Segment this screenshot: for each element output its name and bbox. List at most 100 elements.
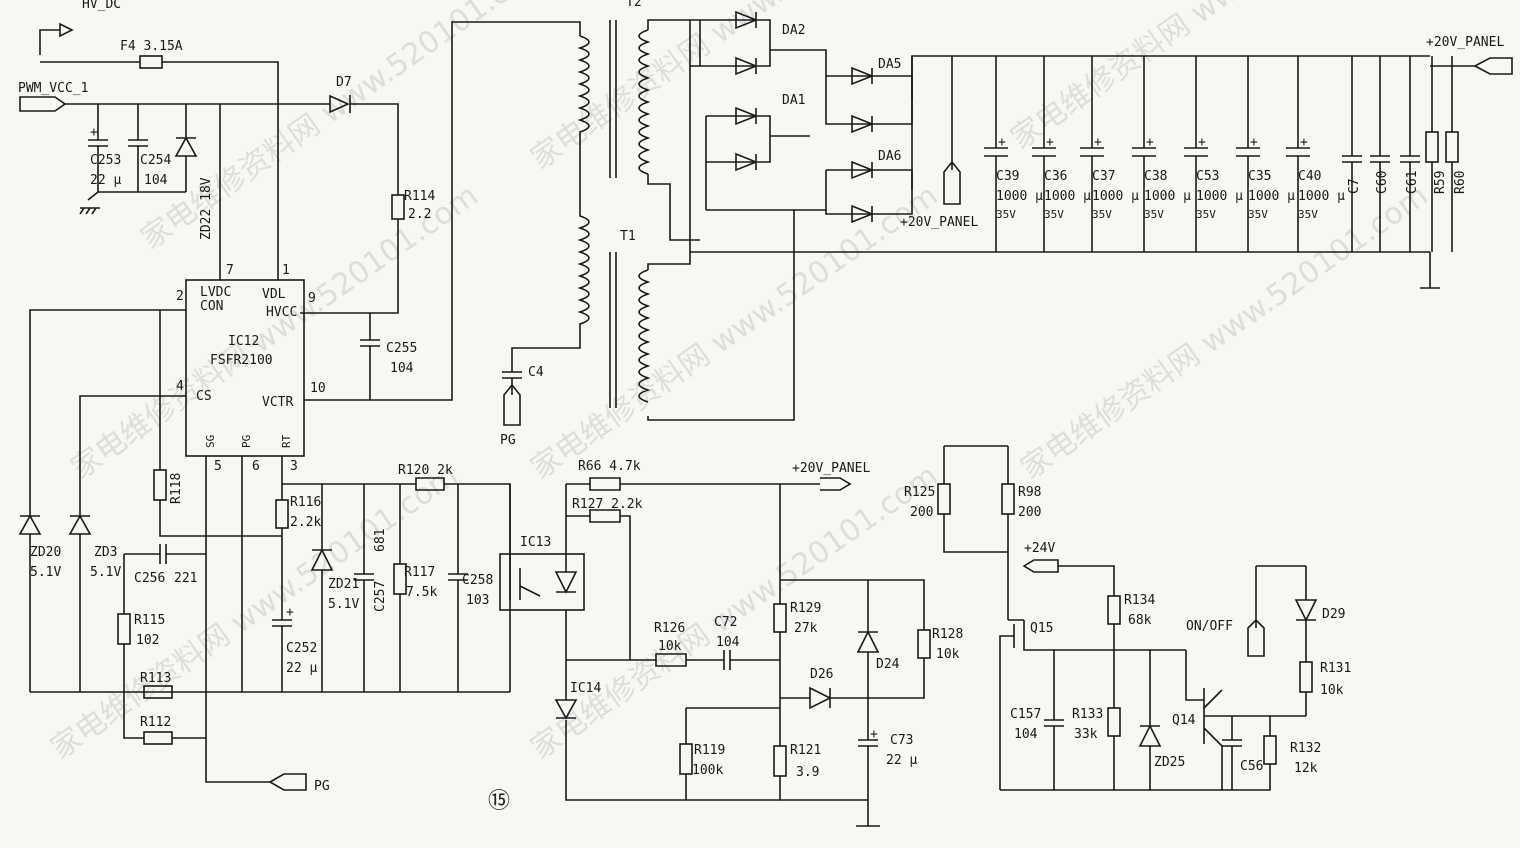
v24-label: +24V bbox=[1024, 541, 1055, 556]
r128-label: R128 bbox=[932, 627, 963, 642]
r129-value: 27k bbox=[794, 621, 818, 636]
watermarks: 家电维修资料网 www.520101.com 家电维修资料网 www.52010… bbox=[45, 0, 1435, 767]
c38-value: 1000 μ bbox=[1144, 189, 1191, 204]
onoff-label: ON/OFF bbox=[1186, 619, 1233, 634]
r59-label: R59 bbox=[1433, 171, 1448, 194]
r113-label: R113 bbox=[140, 671, 171, 686]
r134-value: 68k bbox=[1128, 613, 1152, 628]
zd22-label: ZD22 18V bbox=[199, 177, 214, 240]
ic12-pin-vdl: VDL bbox=[262, 287, 286, 302]
da2-label: DA2 bbox=[782, 23, 805, 38]
r114-value: 2.2 bbox=[408, 207, 431, 222]
svg-text:+: + bbox=[1146, 135, 1154, 150]
r121-label: R121 bbox=[790, 743, 821, 758]
ic13-label: IC13 bbox=[520, 535, 551, 550]
ic12-ref: IC12 bbox=[228, 334, 259, 349]
r119-value: 100k bbox=[692, 763, 723, 778]
c60-label: C60 bbox=[1375, 171, 1390, 194]
output-bank: +20V_PANEL +20V_PANEL bbox=[690, 35, 1513, 289]
ic12-pin-pg: PG bbox=[240, 435, 253, 448]
zd21-value: 5.1V bbox=[328, 597, 359, 612]
zd25-label: ZD25 bbox=[1154, 755, 1185, 770]
svg-text:9: 9 bbox=[308, 291, 316, 306]
f4-label: F4 3.15A bbox=[120, 39, 183, 54]
c53-value: 1000 μ bbox=[1196, 189, 1243, 204]
c4-label: C4 bbox=[528, 365, 544, 380]
c157-value: 104 bbox=[1014, 727, 1038, 742]
r131-value: 10k bbox=[1320, 683, 1344, 698]
feedback-mid: IC13 R66 4.7k R127 2.2k +20V_PANEL R129 … bbox=[499, 459, 963, 827]
c37-value: 1000 μ bbox=[1092, 189, 1139, 204]
zd20-label: ZD20 bbox=[30, 545, 61, 560]
c61-label: C61 bbox=[1405, 171, 1420, 194]
c36-label: C36 bbox=[1044, 169, 1067, 184]
feedback-left: ZD20 5.1V ZD3 5.1V R118 C256 221 R115 10… bbox=[18, 309, 511, 814]
r125-label: R125 bbox=[904, 485, 935, 500]
q15-label: Q15 bbox=[1030, 621, 1053, 636]
r66-label: R66 4.7k bbox=[578, 459, 641, 474]
watermark: 家电维修资料网 www.520101.com bbox=[65, 178, 485, 487]
input-section: HV_DC F4 3.15A PWM_VCC_1 D7 R114 2.2 + C… bbox=[18, 0, 435, 314]
c39-label: C39 bbox=[996, 169, 1019, 184]
svg-text:+: + bbox=[286, 605, 294, 620]
c255-vctr: C255 104 bbox=[304, 21, 581, 401]
c252-label: C252 bbox=[286, 641, 317, 656]
zd21-label: ZD21 bbox=[328, 577, 359, 592]
c39-value: 1000 μ bbox=[996, 189, 1043, 204]
c35-label: C35 bbox=[1248, 169, 1271, 184]
ic12-pin-con: CON bbox=[200, 299, 223, 314]
r119-label: R119 bbox=[694, 743, 725, 758]
c257-label: C257 bbox=[373, 581, 388, 612]
c157-label: C157 bbox=[1010, 707, 1041, 722]
svg-text:+: + bbox=[1094, 135, 1102, 150]
c255-label: C255 bbox=[386, 341, 417, 356]
v20-top-label: +20V_PANEL bbox=[1426, 35, 1504, 50]
r133-value: 33k bbox=[1074, 727, 1098, 742]
c39-voltage: 35V bbox=[996, 208, 1016, 221]
c256-value: 221 bbox=[174, 571, 197, 586]
r115-label: R115 bbox=[134, 613, 165, 628]
c35-value: 1000 μ bbox=[1248, 189, 1295, 204]
d7-label: D7 bbox=[336, 75, 352, 90]
t2-label: T2 bbox=[626, 0, 642, 10]
d26-label: D26 bbox=[810, 667, 833, 682]
c37-voltage: 35V bbox=[1092, 208, 1112, 221]
svg-text:+: + bbox=[1250, 135, 1258, 150]
c72-label: C72 bbox=[714, 615, 737, 630]
ic12-pin-rt: RT bbox=[280, 434, 293, 448]
c35-voltage: 35V bbox=[1248, 208, 1268, 221]
r126-label: R126 bbox=[654, 621, 685, 636]
r127-label: R127 2.2k bbox=[572, 497, 643, 512]
pwm-vcc-label: PWM_VCC_1 bbox=[18, 81, 88, 96]
c40-voltage: 35V bbox=[1298, 208, 1318, 221]
svg-text:+: + bbox=[90, 125, 98, 140]
c38-voltage: 35V bbox=[1144, 208, 1164, 221]
r117-label: R117 bbox=[404, 565, 435, 580]
c40-label: C40 bbox=[1298, 169, 1321, 184]
svg-text:1: 1 bbox=[282, 263, 290, 278]
r132-value: 12k bbox=[1294, 761, 1318, 776]
r98-value: 200 bbox=[1018, 505, 1041, 520]
zd20-value: 5.1V bbox=[30, 565, 61, 580]
c254-value: 104 bbox=[144, 173, 168, 188]
c38-label: C38 bbox=[1144, 169, 1167, 184]
r125-value: 200 bbox=[910, 505, 933, 520]
da5-label: DA5 bbox=[878, 57, 901, 72]
c257-value: 681 bbox=[373, 529, 388, 552]
ic12: LVDC CON VDL HVCC IC12 FSFR2100 CS VCTR … bbox=[176, 263, 326, 474]
da1-label: DA1 bbox=[782, 93, 805, 108]
svg-text:4: 4 bbox=[176, 379, 184, 394]
v20-lower-label: +20V_PANEL bbox=[792, 461, 870, 476]
zd3-label: ZD3 bbox=[94, 545, 117, 560]
c255-value: 104 bbox=[390, 361, 414, 376]
svg-text:2: 2 bbox=[176, 289, 184, 304]
c258-label: C258 bbox=[462, 573, 493, 588]
c53-voltage: 35V bbox=[1196, 208, 1216, 221]
watermark: 家电维修资料网 www.520101.com bbox=[1005, 0, 1425, 157]
r120-label: R120 2k bbox=[398, 463, 453, 478]
watermark: 家电维修资料网 www.520101.com bbox=[135, 0, 555, 257]
c53-label: C53 bbox=[1196, 169, 1219, 184]
c36-value: 1000 μ bbox=[1044, 189, 1091, 204]
